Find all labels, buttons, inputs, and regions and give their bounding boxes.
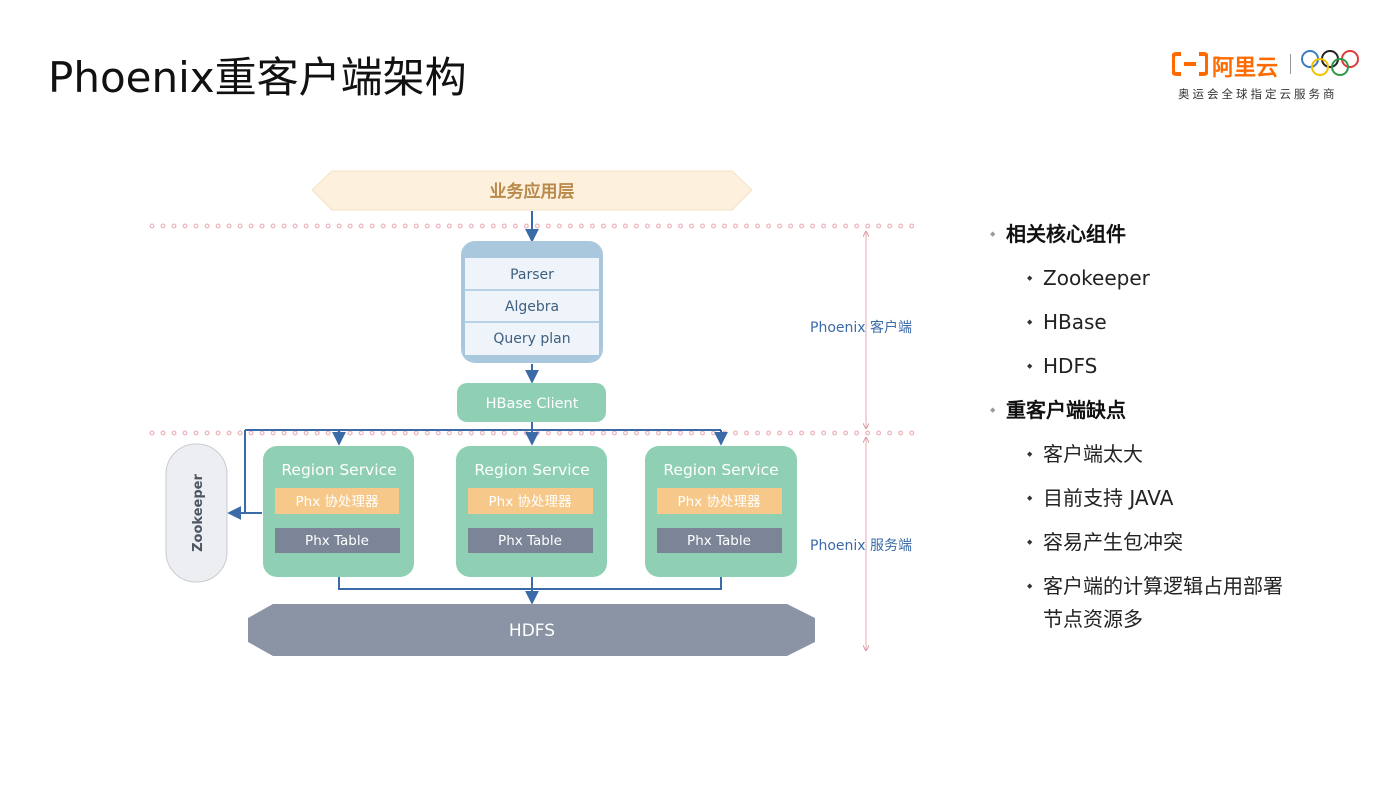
aliyun-mark-icon	[1172, 52, 1208, 76]
coprocessor-label: Phx 协处理器	[489, 494, 572, 510]
region-service-title: Region Service	[663, 461, 778, 479]
coprocessor-label: Phx 协处理器	[296, 494, 379, 510]
bullet-item: HBase	[990, 306, 1310, 350]
app-layer-label: 业务应用层	[490, 181, 575, 202]
region-service-1: Region Service Phx 协处理器 Phx Table	[263, 446, 414, 577]
coprocessor-box	[275, 488, 399, 514]
bullet-item: HDFS	[990, 350, 1310, 394]
client-side-label: Phoenix 客户端	[810, 319, 912, 336]
zookeeper-label: Zookeeper	[191, 474, 206, 552]
phx-table-box	[657, 528, 782, 553]
phx-table-label: Phx Table	[305, 533, 369, 549]
page-title: Phoenix重客户端架构	[48, 53, 467, 102]
bullet-heading: 相关核心组件	[990, 218, 1310, 262]
logo-tagline: 奥运会全球指定云服务商	[1178, 87, 1338, 101]
query-plan-label: Query plan	[493, 331, 570, 347]
region-service-title: Region Service	[281, 461, 396, 479]
coprocessor-label: Phx 协处理器	[678, 494, 761, 510]
bullet-heading: 重客户端缺点	[990, 394, 1310, 438]
region-service-2: Region Service Phx 协处理器 Phx Table	[456, 446, 607, 577]
hbase-client-box	[457, 383, 606, 422]
hdfs-label: HDFS	[509, 621, 555, 641]
bullet-item: Zookeeper	[990, 262, 1310, 306]
coprocessor-box	[468, 488, 593, 514]
app-layer-shape	[311, 170, 753, 211]
bullet-list: 相关核心组件 Zookeeper HBase HDFS 重客户端缺点 客户端太大…	[990, 218, 1310, 636]
hbase-client-label: HBase Client	[486, 396, 579, 412]
parser-label: Parser	[510, 267, 554, 283]
zookeeper-box	[165, 443, 228, 583]
region-service-title: Region Service	[474, 461, 589, 479]
phx-table-label: Phx Table	[687, 533, 751, 549]
phx-table-box	[275, 528, 400, 553]
client-module-panel	[465, 258, 599, 355]
region-to-hdfs-collector	[338, 577, 722, 590]
coprocessor-box	[657, 488, 782, 514]
logo-separator	[1290, 54, 1291, 74]
aliyun-logo: 阿里云 奥运会全球指定云服务商	[1170, 48, 1370, 108]
hdfs-shape	[248, 604, 815, 656]
bullet-item: 容易产生包冲突	[990, 526, 1310, 570]
algebra-label: Algebra	[505, 299, 559, 315]
phx-table-box	[468, 528, 593, 553]
bullet-item: 目前支持 JAVA	[990, 482, 1310, 526]
olympic-rings-icon	[1301, 50, 1359, 76]
bullet-item: 客户端的计算逻辑占用部署节点资源多	[990, 570, 1293, 636]
region-service-3: Region Service Phx 协处理器 Phx Table	[645, 446, 797, 577]
phx-table-label: Phx Table	[498, 533, 562, 549]
logo-brand: 阿里云	[1212, 56, 1279, 81]
bullet-item: 客户端太大	[990, 438, 1310, 482]
server-side-label: Phoenix 服务端	[810, 538, 912, 554]
